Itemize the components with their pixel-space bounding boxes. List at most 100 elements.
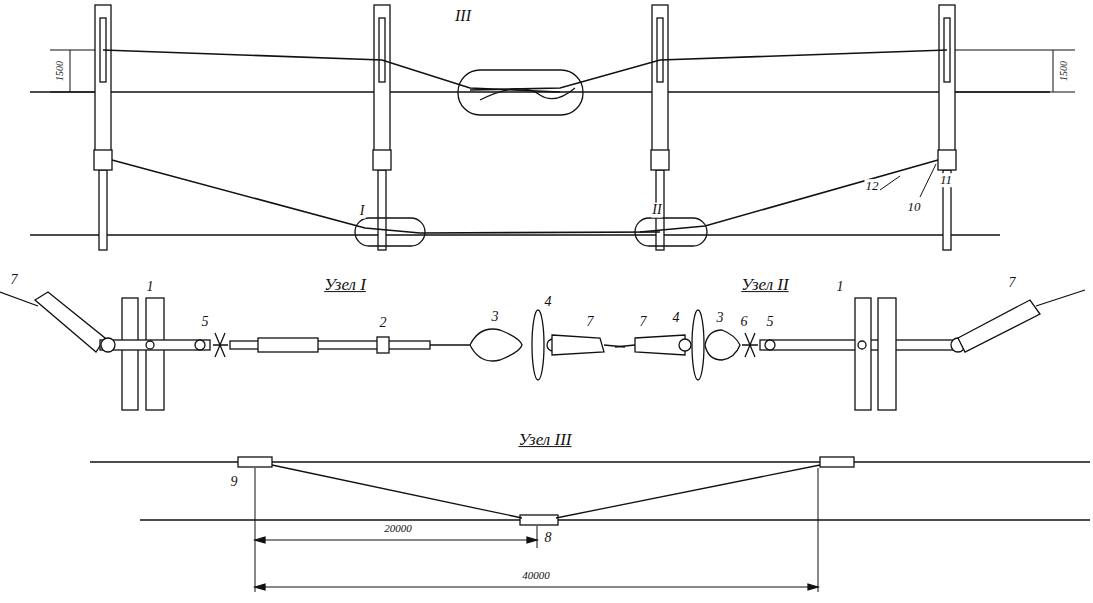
turnbuckle — [213, 333, 228, 357]
dimension-line — [50, 50, 95, 51]
pole — [378, 170, 386, 250]
detail-node-2 — [615, 290, 1085, 410]
bracket-bar — [100, 340, 210, 350]
dimension-arrow — [255, 537, 818, 590]
pole-cap — [373, 150, 391, 170]
pole — [99, 170, 107, 250]
clamp — [820, 457, 854, 467]
contact-wire — [140, 519, 1090, 521]
pin — [195, 340, 205, 350]
callout-label: 6 — [740, 315, 749, 330]
pin — [146, 341, 154, 349]
callout-label: 10 — [907, 200, 922, 214]
catenary-wire — [640, 160, 938, 232]
callout-label: 4 — [672, 311, 681, 326]
callout-label: 9 — [230, 475, 239, 490]
callout-label: II — [651, 203, 662, 218]
callout-label: 8 — [544, 531, 553, 546]
pin — [858, 341, 866, 349]
dimension-line — [537, 526, 538, 548]
elevation-view — [30, 150, 1000, 250]
callout-label: 2 — [379, 316, 388, 331]
catenary-wire — [112, 160, 660, 233]
callout-label: 4 — [544, 295, 553, 310]
dimension-line — [70, 50, 71, 92]
wire — [1036, 290, 1085, 306]
callout-label: 20000 — [383, 523, 413, 535]
clamp — [35, 292, 105, 352]
callout-label: 5 — [766, 315, 775, 330]
detail-heading: Узел II — [740, 276, 789, 294]
callout-label: I — [359, 204, 366, 219]
clamp — [552, 335, 604, 355]
callout-label: 7 — [10, 273, 19, 288]
pole-slot — [379, 18, 385, 82]
callout-label: 5 — [201, 315, 210, 330]
wire — [615, 345, 635, 347]
pin — [679, 339, 691, 351]
dimension-line — [818, 468, 819, 592]
callout-label: 7 — [639, 315, 648, 330]
callout-label: 11 — [939, 173, 953, 187]
clamp — [238, 457, 272, 467]
pole-cap — [938, 150, 956, 170]
pole — [652, 5, 668, 153]
dropper-wire — [272, 465, 522, 518]
clamp — [377, 337, 389, 353]
leader-line — [880, 176, 900, 190]
dimension-line — [50, 92, 95, 93]
rod-sleeve — [258, 338, 318, 352]
pin — [101, 338, 115, 352]
callout-label: 7 — [586, 315, 595, 330]
pole-cap — [651, 150, 669, 170]
pin — [765, 340, 775, 350]
detail-heading: Узел I — [323, 276, 367, 294]
callout-label: 7 — [1008, 276, 1017, 291]
callout-label: 3 — [491, 310, 500, 325]
dimension-line — [255, 468, 256, 592]
dropper-wire — [556, 465, 820, 518]
insulator-disk — [692, 310, 704, 380]
pole-section — [146, 298, 164, 410]
clamp — [520, 515, 558, 525]
dropper-wire — [480, 88, 575, 100]
insulator-cap — [430, 329, 522, 361]
pole-slot — [657, 18, 663, 82]
leader-line — [920, 164, 936, 197]
contact-wire — [30, 234, 1000, 235]
detail-heading: Узел III — [518, 431, 573, 449]
turnbuckle — [742, 333, 758, 357]
wire — [103, 50, 560, 92]
pole-section — [878, 298, 896, 410]
callout-label: 1 — [146, 280, 155, 295]
dimension-line — [955, 50, 1075, 51]
wire — [0, 292, 38, 306]
bracket-bar — [760, 340, 960, 350]
detail-outline — [355, 218, 425, 246]
callout-label: 12 — [865, 179, 880, 193]
detail-node-3 — [90, 457, 1090, 592]
clamp — [958, 300, 1040, 352]
pole-section — [122, 298, 138, 410]
pole — [939, 5, 955, 153]
detail-outline — [458, 70, 583, 115]
dimension-line — [1053, 50, 1054, 92]
pole-cap — [94, 150, 112, 170]
dimension-line — [955, 92, 1075, 93]
pole-section — [855, 298, 871, 410]
pole — [374, 5, 390, 153]
callout-label: 3 — [716, 311, 725, 326]
callout-label: 1 — [836, 280, 845, 295]
dimension-line — [255, 587, 818, 588]
callout-label: 1500 — [1059, 60, 1070, 82]
detail-node-1 — [0, 292, 625, 410]
detail-outline — [635, 218, 707, 246]
clamp — [635, 335, 685, 355]
insulator-cap — [705, 330, 740, 360]
dimension-line — [255, 540, 537, 541]
pole — [95, 5, 111, 153]
callout-label: III — [454, 8, 472, 25]
callout-label: 40000 — [521, 570, 551, 582]
